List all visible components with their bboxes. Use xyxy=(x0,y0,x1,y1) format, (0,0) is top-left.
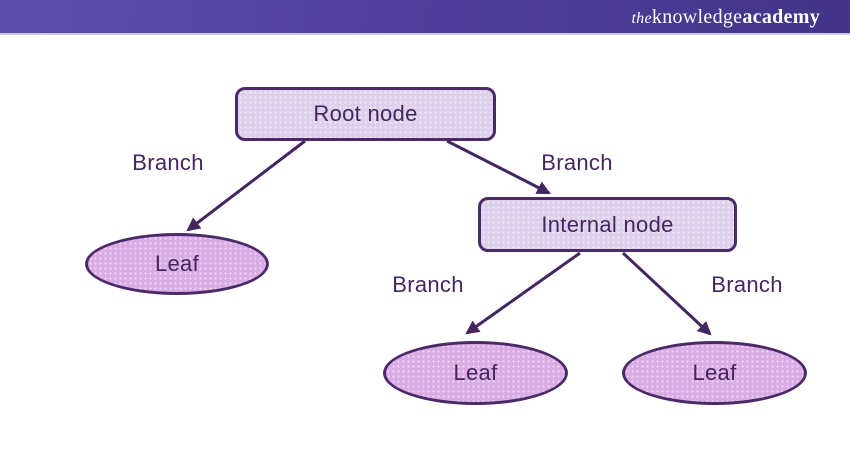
node-leaf-1: Leaf xyxy=(85,233,269,295)
arrow-root-to-leaf-1 xyxy=(186,139,306,232)
edge-label-branch-2: Branch xyxy=(541,150,613,175)
logo-academy: academy xyxy=(742,5,820,28)
node-root: Root node xyxy=(235,87,496,141)
arrow-root-to-internal xyxy=(446,139,551,195)
edge-label-branch-3: Branch xyxy=(392,272,464,297)
logo-the: the xyxy=(631,9,652,27)
node-leaf-2: Leaf xyxy=(383,341,568,405)
node-internal-label: Internal node xyxy=(541,211,674,237)
node-internal: Internal node xyxy=(478,197,737,252)
node-leaf-1-label: Leaf xyxy=(154,251,200,276)
edge-label-branch-4: Branch xyxy=(711,272,783,297)
node-leaf-2-label: Leaf xyxy=(453,360,498,385)
node-root-label: Root node xyxy=(313,101,418,126)
arrow-internal-to-leaf-3 xyxy=(621,251,712,336)
edge-label-branch-1: Branch xyxy=(132,150,204,175)
header-banner: theknowledgeacademy xyxy=(0,0,850,35)
node-leaf-3: Leaf xyxy=(622,341,807,405)
node-leaf-3-label: Leaf xyxy=(692,360,737,385)
arrow-internal-to-leaf-2 xyxy=(465,251,581,335)
logo-knowledge: knowledge xyxy=(651,5,743,28)
knowledge-academy-logo: theknowledgeacademy xyxy=(631,7,820,27)
